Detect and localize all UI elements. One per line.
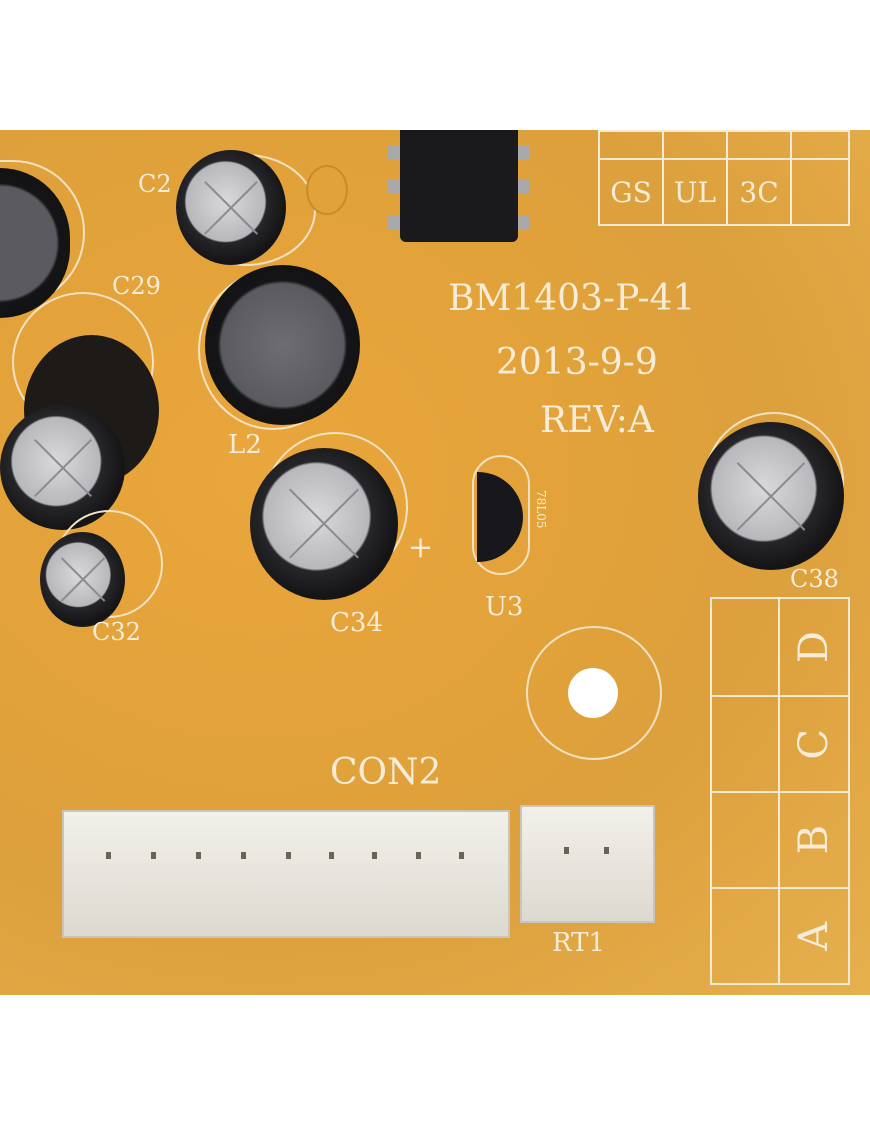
capacitor-c38: [698, 422, 844, 570]
label-l2: L2: [228, 430, 262, 460]
side-grid-label: D: [791, 630, 837, 664]
inductor-l2: [205, 265, 360, 425]
top-grid-cell: [662, 130, 728, 160]
capacitor-c28: [176, 150, 286, 265]
side-grid-d: D: [778, 597, 850, 697]
top-grid-ul: UL: [662, 158, 728, 226]
top-grid-gs: GS: [598, 158, 664, 226]
top-grid-3c: 3C: [726, 158, 792, 226]
u3-outline: [472, 455, 530, 575]
label-u3-marking: 78L05: [534, 490, 548, 529]
side-grid-c: C: [778, 695, 850, 793]
side-grid-blank: [710, 791, 780, 889]
label-con2: CON2: [330, 752, 442, 793]
side-grid-label: C: [791, 728, 837, 760]
label-c28: C2: [138, 170, 172, 198]
pcb-board: C2 GS UL 3C BM1403-P-41 2013-9-9 REV:A C…: [0, 130, 870, 995]
board-date: 2013-9-9: [496, 342, 658, 383]
connector-con2: [62, 810, 510, 938]
capacitor-c29: [0, 405, 125, 530]
side-grid-blank: [710, 887, 780, 985]
label-u3: U3: [485, 592, 524, 622]
top-grid-blank: [790, 158, 850, 226]
label-c34-polarity: +: [408, 530, 434, 565]
mounting-hole: [568, 668, 618, 718]
board-revision: REV:A: [540, 400, 654, 441]
top-grid-cell: [726, 130, 792, 160]
side-grid-label: B: [791, 825, 837, 855]
side-grid-b: B: [778, 791, 850, 889]
label-c32: C32: [92, 618, 141, 646]
side-grid-label: A: [791, 921, 837, 951]
top-grid-cell: [598, 130, 664, 160]
capacitor-c32: [40, 532, 125, 627]
side-grid-blank: [710, 695, 780, 793]
label-rt1: RT1: [552, 928, 606, 958]
ic-chip: [388, 130, 530, 242]
mounting-hole-outline: [526, 626, 662, 760]
label-c34: C34: [330, 608, 383, 638]
capacitor-c34: [250, 448, 398, 600]
side-grid-a: A: [778, 887, 850, 985]
label-c29: C29: [112, 272, 161, 300]
connector-rt1: [520, 805, 655, 923]
ceramic-capacitor: [306, 165, 348, 215]
part-number: BM1403-P-41: [448, 278, 696, 319]
label-c38: C38: [790, 565, 839, 593]
side-grid-blank: [710, 597, 780, 697]
top-grid-cell: [790, 130, 850, 160]
